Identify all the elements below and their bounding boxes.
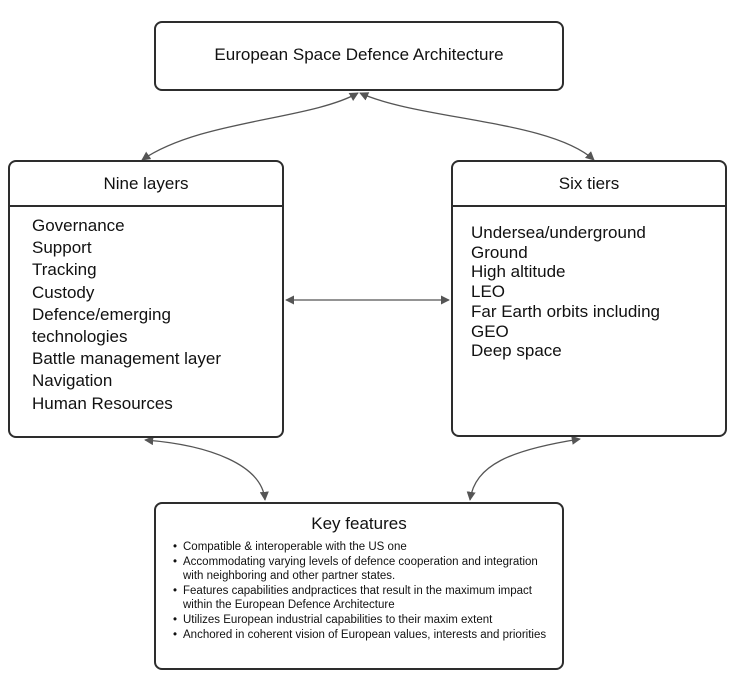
layer-item: Human Resources [32, 393, 173, 413]
tier-item: GEO [471, 321, 509, 341]
feature-item: Utilizes European industrial capabilitie… [173, 613, 554, 628]
key-features-title: Key features [311, 514, 407, 533]
layer-item: Governance [32, 216, 125, 235]
layer-item: Battle management layer [32, 349, 221, 369]
feature-item: Compatible & interoperable with the US o… [173, 540, 554, 555]
layer-item: Navigation [32, 371, 113, 391]
feature-item: Anchored in coherent vision of European … [173, 628, 554, 643]
layer-item: Support [32, 238, 92, 258]
tier-item: High altitude [471, 262, 566, 282]
six-tiers-box: Six tiers Undersea/underground Ground Hi… [451, 160, 727, 437]
arrow-top-to-right [359, 92, 595, 161]
key-features-list: Compatible & interoperable with the US o… [156, 540, 562, 642]
tier-item: LEO [471, 282, 506, 302]
arrow-right-to-bottom [466, 435, 581, 501]
arrow-left-to-top [141, 92, 359, 161]
layer-item: Tracking [32, 260, 97, 280]
architecture-title: European Space Defence Architecture [214, 45, 504, 64]
layer-item: Defence/emerging [32, 304, 171, 324]
layer-item: Custody [32, 282, 95, 302]
six-tiers-header: Six tiers [453, 162, 725, 207]
arrow-left-to-bottom [144, 436, 269, 501]
tier-item: Deep space [471, 341, 562, 361]
architecture-title-box: European Space Defence Architecture [154, 21, 564, 91]
six-tiers-list: Undersea/underground Ground High altitud… [453, 207, 725, 361]
nine-layers-box: Nine layers Governance Support Tracking … [8, 160, 284, 438]
feature-item: Accommodating varying levels of defence … [173, 555, 554, 584]
nine-layers-header: Nine layers [10, 162, 282, 207]
key-features-box: Key features Compatible & interoperable … [154, 502, 564, 670]
layer-item: technologies [32, 327, 128, 347]
tier-item: Far Earth orbits including [471, 301, 660, 321]
feature-item: Features capabilities andpractices that … [173, 584, 554, 613]
nine-layers-list: Governance Support Tracking Custody Defe… [10, 207, 282, 415]
tier-item: Undersea/underground [471, 223, 646, 242]
tier-item: Ground [471, 242, 528, 262]
